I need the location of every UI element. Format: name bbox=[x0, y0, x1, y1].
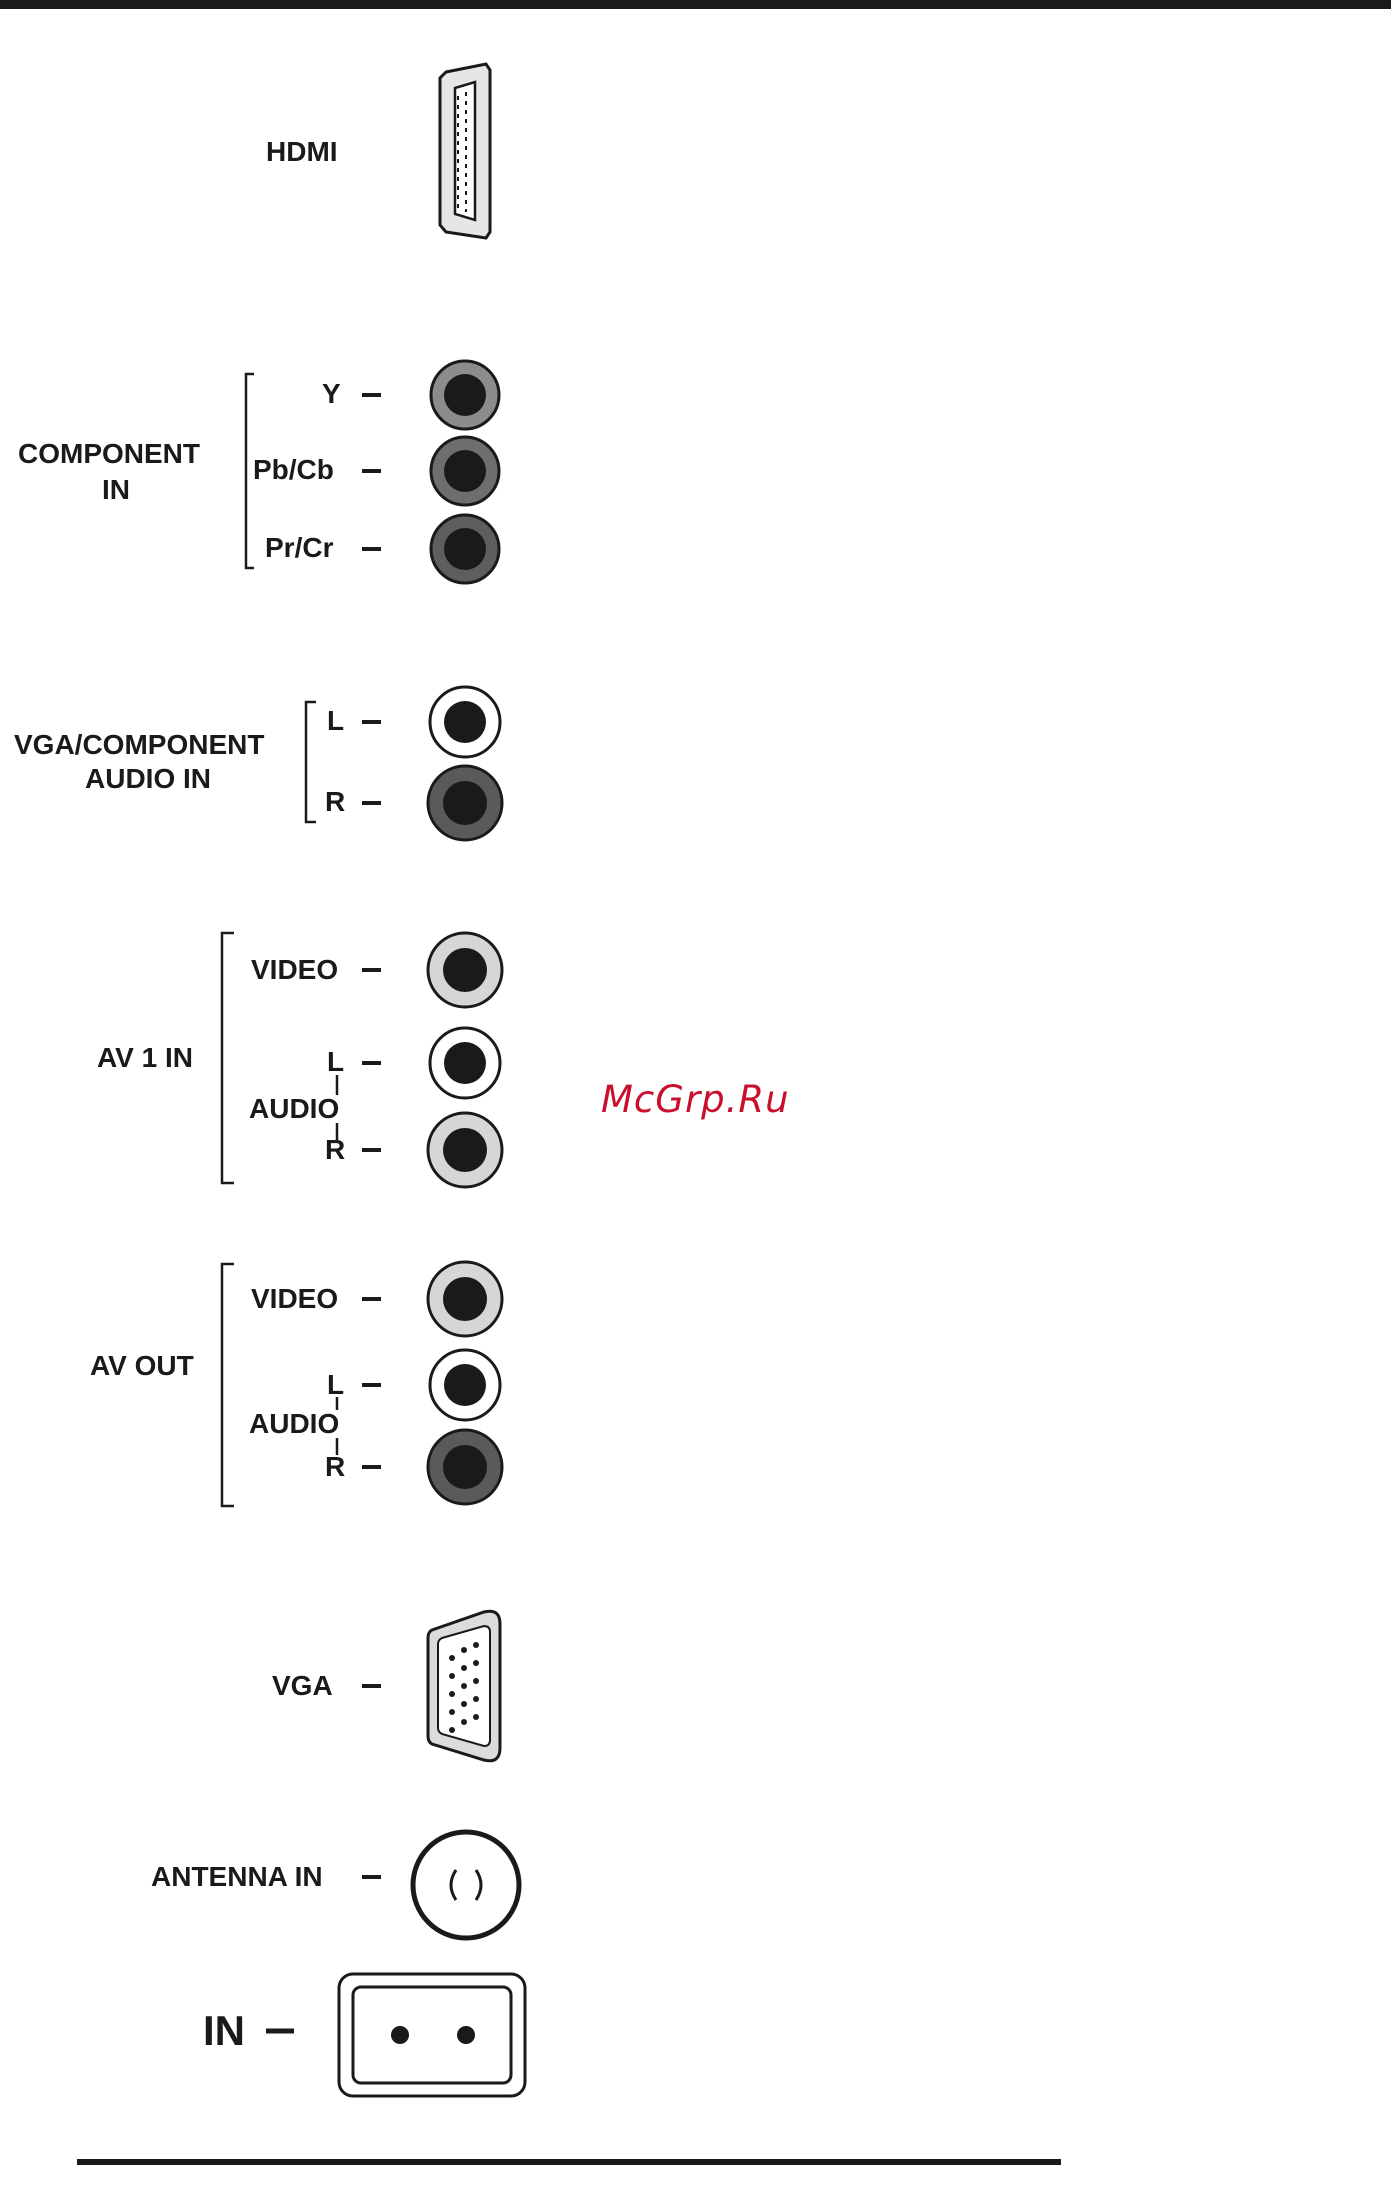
jack-av1-audio-l-icon bbox=[430, 1028, 500, 1098]
vga-audio-group-label-2: AUDIO IN bbox=[85, 765, 211, 793]
av1-r-label: R bbox=[325, 1136, 345, 1164]
jack-vga-audio-l-icon bbox=[430, 687, 500, 757]
av1-audio-label: AUDIO bbox=[249, 1095, 339, 1123]
component-in-group-label: COMPONENT bbox=[18, 440, 200, 468]
jack-pb-icon bbox=[431, 437, 499, 505]
av1-in-bracket bbox=[222, 933, 234, 1183]
vga-audio-bracket bbox=[306, 702, 316, 822]
component-dashes bbox=[362, 395, 381, 549]
jack-av1-audio-r-icon bbox=[428, 1113, 502, 1187]
antenna-port-icon bbox=[362, 1832, 519, 1938]
power-socket-icon bbox=[266, 1974, 525, 2096]
watermark: McGrp.Ru bbox=[601, 1078, 790, 1121]
component-y-label: Y bbox=[322, 380, 341, 408]
av1-in-group-label: AV 1 IN bbox=[97, 1044, 193, 1072]
av1-l-label: L bbox=[327, 1048, 344, 1076]
jack-y-icon bbox=[431, 361, 499, 429]
avout-video-label: VIDEO bbox=[251, 1285, 338, 1313]
av-out-group-label: AV OUT bbox=[90, 1352, 194, 1380]
component-in-group-label-2: IN bbox=[102, 476, 130, 504]
avout-l-label: L bbox=[327, 1371, 344, 1399]
vga-label: VGA bbox=[272, 1672, 333, 1700]
hdmi-port-icon bbox=[440, 64, 490, 238]
vga-port-icon bbox=[362, 1611, 500, 1761]
vga-audio-r-label: R bbox=[325, 788, 345, 816]
avout-audio-label: AUDIO bbox=[249, 1410, 339, 1438]
jack-pr-icon bbox=[431, 515, 499, 583]
av1-video-label: VIDEO bbox=[251, 956, 338, 984]
av-out-bracket bbox=[222, 1264, 234, 1506]
hdmi-label: HDMI bbox=[266, 138, 338, 166]
jack-avout-audio-l-icon bbox=[430, 1350, 500, 1420]
vga-audio-group-label: VGA/COMPONENT bbox=[14, 731, 264, 759]
vga-audio-l-label: L bbox=[327, 707, 344, 735]
jack-avout-video-icon bbox=[428, 1262, 502, 1336]
avout-r-label: R bbox=[325, 1453, 345, 1481]
antenna-in-label: ANTENNA IN bbox=[151, 1863, 323, 1891]
jack-av1-video-icon bbox=[428, 933, 502, 1007]
jack-avout-audio-r-icon bbox=[428, 1430, 502, 1504]
power-in-label: IN bbox=[203, 2010, 245, 2052]
component-pr-label: Pr/Cr bbox=[265, 534, 333, 562]
component-pb-label: Pb/Cb bbox=[253, 456, 334, 484]
jack-vga-audio-r-icon bbox=[428, 766, 502, 840]
